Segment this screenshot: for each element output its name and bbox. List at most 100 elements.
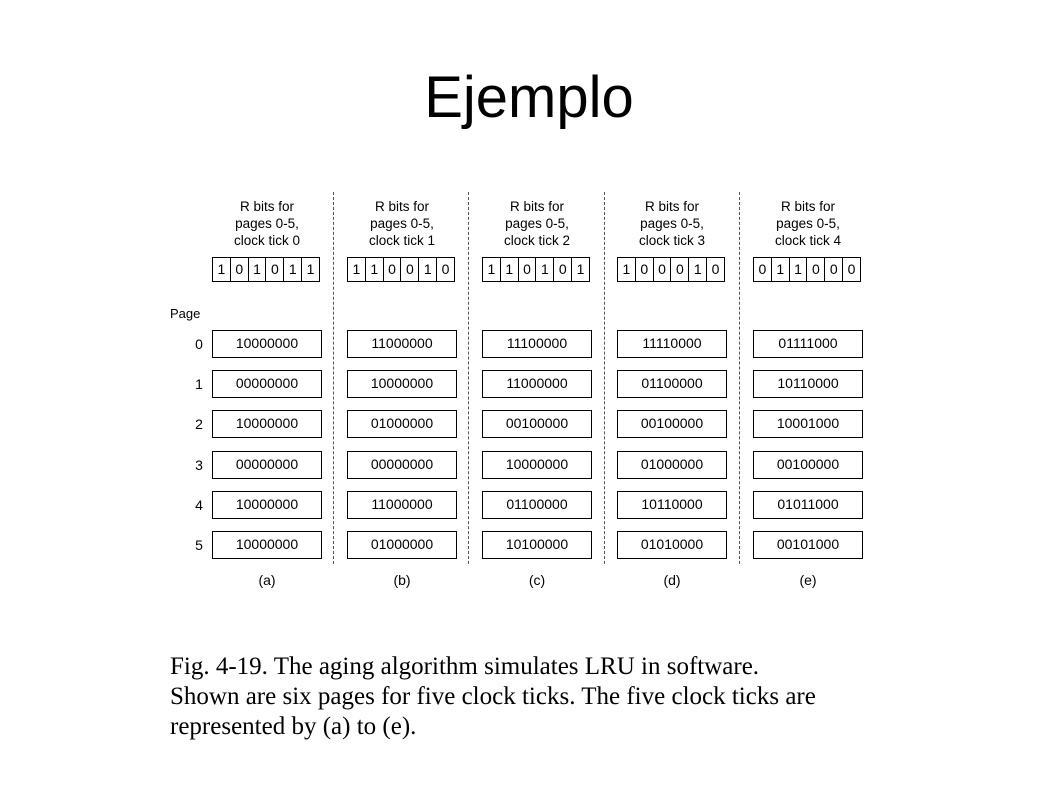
page-axis-label: Page <box>170 306 201 321</box>
counter-register: 01010000 <box>617 531 727 559</box>
column-header-line: pages 0-5, <box>640 216 704 231</box>
r-bit-cell: 0 <box>671 258 690 281</box>
r-bit-cell: 0 <box>754 258 772 281</box>
caption-line: Shown are six pages for five clock ticks… <box>170 683 816 710</box>
counter-register: 00000000 <box>347 451 457 479</box>
r-bit-cell: 0 <box>807 258 826 281</box>
counter-register: 10000000 <box>347 370 457 398</box>
column-header: R bits for pages 0-5, clock tick 4 <box>738 198 878 249</box>
page-row-label: 0 <box>195 336 203 352</box>
counter-register: 10110000 <box>753 370 863 398</box>
r-bit-cell: 1 <box>249 258 267 281</box>
column-header-line: clock tick 2 <box>503 233 571 248</box>
r-bit-cell: 1 <box>483 258 501 281</box>
r-bit-cell: 0 <box>847 261 856 277</box>
column-separator <box>468 192 469 564</box>
r-bit-cell: 1 <box>618 258 636 281</box>
counter-register: 10000000 <box>482 451 592 479</box>
caption-line: represented by (a) to (e). <box>170 713 417 740</box>
r-bit-cell: 0 <box>266 258 285 281</box>
column-header: R bits for pages 0-5, clock tick 3 <box>602 198 742 249</box>
r-bit-cell: 0 <box>519 258 537 281</box>
r-bit-cell: 1 <box>576 261 585 277</box>
column-header-line: pages 0-5, <box>776 216 840 231</box>
column-caption: (d) <box>663 572 681 588</box>
counter-register: 10000000 <box>212 410 322 438</box>
column-header-line: pages 0-5, <box>370 216 434 231</box>
counter-register: 11000000 <box>482 370 592 398</box>
counter-register: 00101000 <box>753 531 863 559</box>
column-header: R bits for pages 0-5, clock tick 1 <box>332 198 472 249</box>
counter-register: 01011000 <box>753 491 863 519</box>
r-bit-cell: 1 <box>213 258 231 281</box>
counter-register: 11100000 <box>482 330 592 358</box>
column-caption: (e) <box>799 572 817 588</box>
r-bit-cell: 1 <box>366 258 384 281</box>
counter-register: 01100000 <box>617 370 727 398</box>
column-header-line: pages 0-5, <box>235 216 299 231</box>
counter-register: 00000000 <box>212 370 322 398</box>
r-bit-cell: 1 <box>306 261 315 277</box>
counter-register: 10100000 <box>482 531 592 559</box>
r-bit-cell: 1 <box>689 258 708 281</box>
column-caption: (c) <box>528 572 546 588</box>
counter-register: 10110000 <box>617 491 727 519</box>
column-header-line: clock tick 3 <box>638 233 706 248</box>
r-bit-cell: 0 <box>401 258 420 281</box>
column-separator <box>333 192 334 564</box>
counter-register: 00100000 <box>482 410 592 438</box>
column-caption: (b) <box>393 572 411 588</box>
counter-register: 11000000 <box>347 491 457 519</box>
page-row-label: 5 <box>195 537 203 553</box>
caption-line: Fig. 4-19. The aging algorithm simulates… <box>170 653 760 680</box>
column-header: R bits for pages 0-5, clock tick 0 <box>197 198 337 249</box>
column-caption: (a) <box>258 572 276 588</box>
column-header-line: clock tick 4 <box>774 233 842 248</box>
counter-register: 00100000 <box>617 410 727 438</box>
r-bit-cell: 1 <box>772 258 790 281</box>
counter-register: 10001000 <box>753 410 863 438</box>
page-row-label: 3 <box>195 457 203 473</box>
r-bit-cell: 0 <box>654 258 672 281</box>
column-header-line: R bits for <box>509 199 564 214</box>
r-bit-cell: 0 <box>554 258 573 281</box>
counter-register: 01111000 <box>753 330 863 358</box>
column-header-line: clock tick 1 <box>368 233 436 248</box>
counter-register: 01000000 <box>347 531 457 559</box>
page-row-label: 2 <box>195 416 203 432</box>
column-separator <box>739 192 740 564</box>
r-bit-cell: 1 <box>501 258 519 281</box>
r-bit-cell: 0 <box>231 258 249 281</box>
figure-caption: Fig. 4-19. The aging algorithm simulates… <box>170 652 1030 742</box>
column-header-line: R bits for <box>239 199 294 214</box>
counter-register: 01000000 <box>347 410 457 438</box>
counter-register: 10000000 <box>212 531 322 559</box>
r-bit-cell: 0 <box>441 261 450 277</box>
r-bit-cell: 1 <box>419 258 438 281</box>
r-bit-cell: 1 <box>348 258 366 281</box>
column-header-line: R bits for <box>374 199 429 214</box>
r-bit-cell: 0 <box>825 258 844 281</box>
slide-title: Ejemplo <box>424 65 634 130</box>
r-bit-cell: 1 <box>284 258 303 281</box>
column-header-line: R bits for <box>644 199 699 214</box>
counter-register: 01100000 <box>482 491 592 519</box>
column-header: R bits for pages 0-5, clock tick 2 <box>467 198 607 249</box>
column-header-line: R bits for <box>780 199 835 214</box>
column-header-line: pages 0-5, <box>505 216 569 231</box>
r-bit-cell: 0 <box>711 261 720 277</box>
page-row-label: 4 <box>195 497 203 513</box>
column-header-line: clock tick 0 <box>233 233 301 248</box>
r-bit-cell: 1 <box>536 258 555 281</box>
counter-register: 01000000 <box>617 451 727 479</box>
page-row-label: 1 <box>195 376 203 392</box>
counter-register: 11000000 <box>347 330 457 358</box>
counter-register: 11110000 <box>617 330 727 358</box>
r-bit-cell: 0 <box>384 258 402 281</box>
counter-register: 10000000 <box>212 330 322 358</box>
column-separator <box>604 192 605 564</box>
